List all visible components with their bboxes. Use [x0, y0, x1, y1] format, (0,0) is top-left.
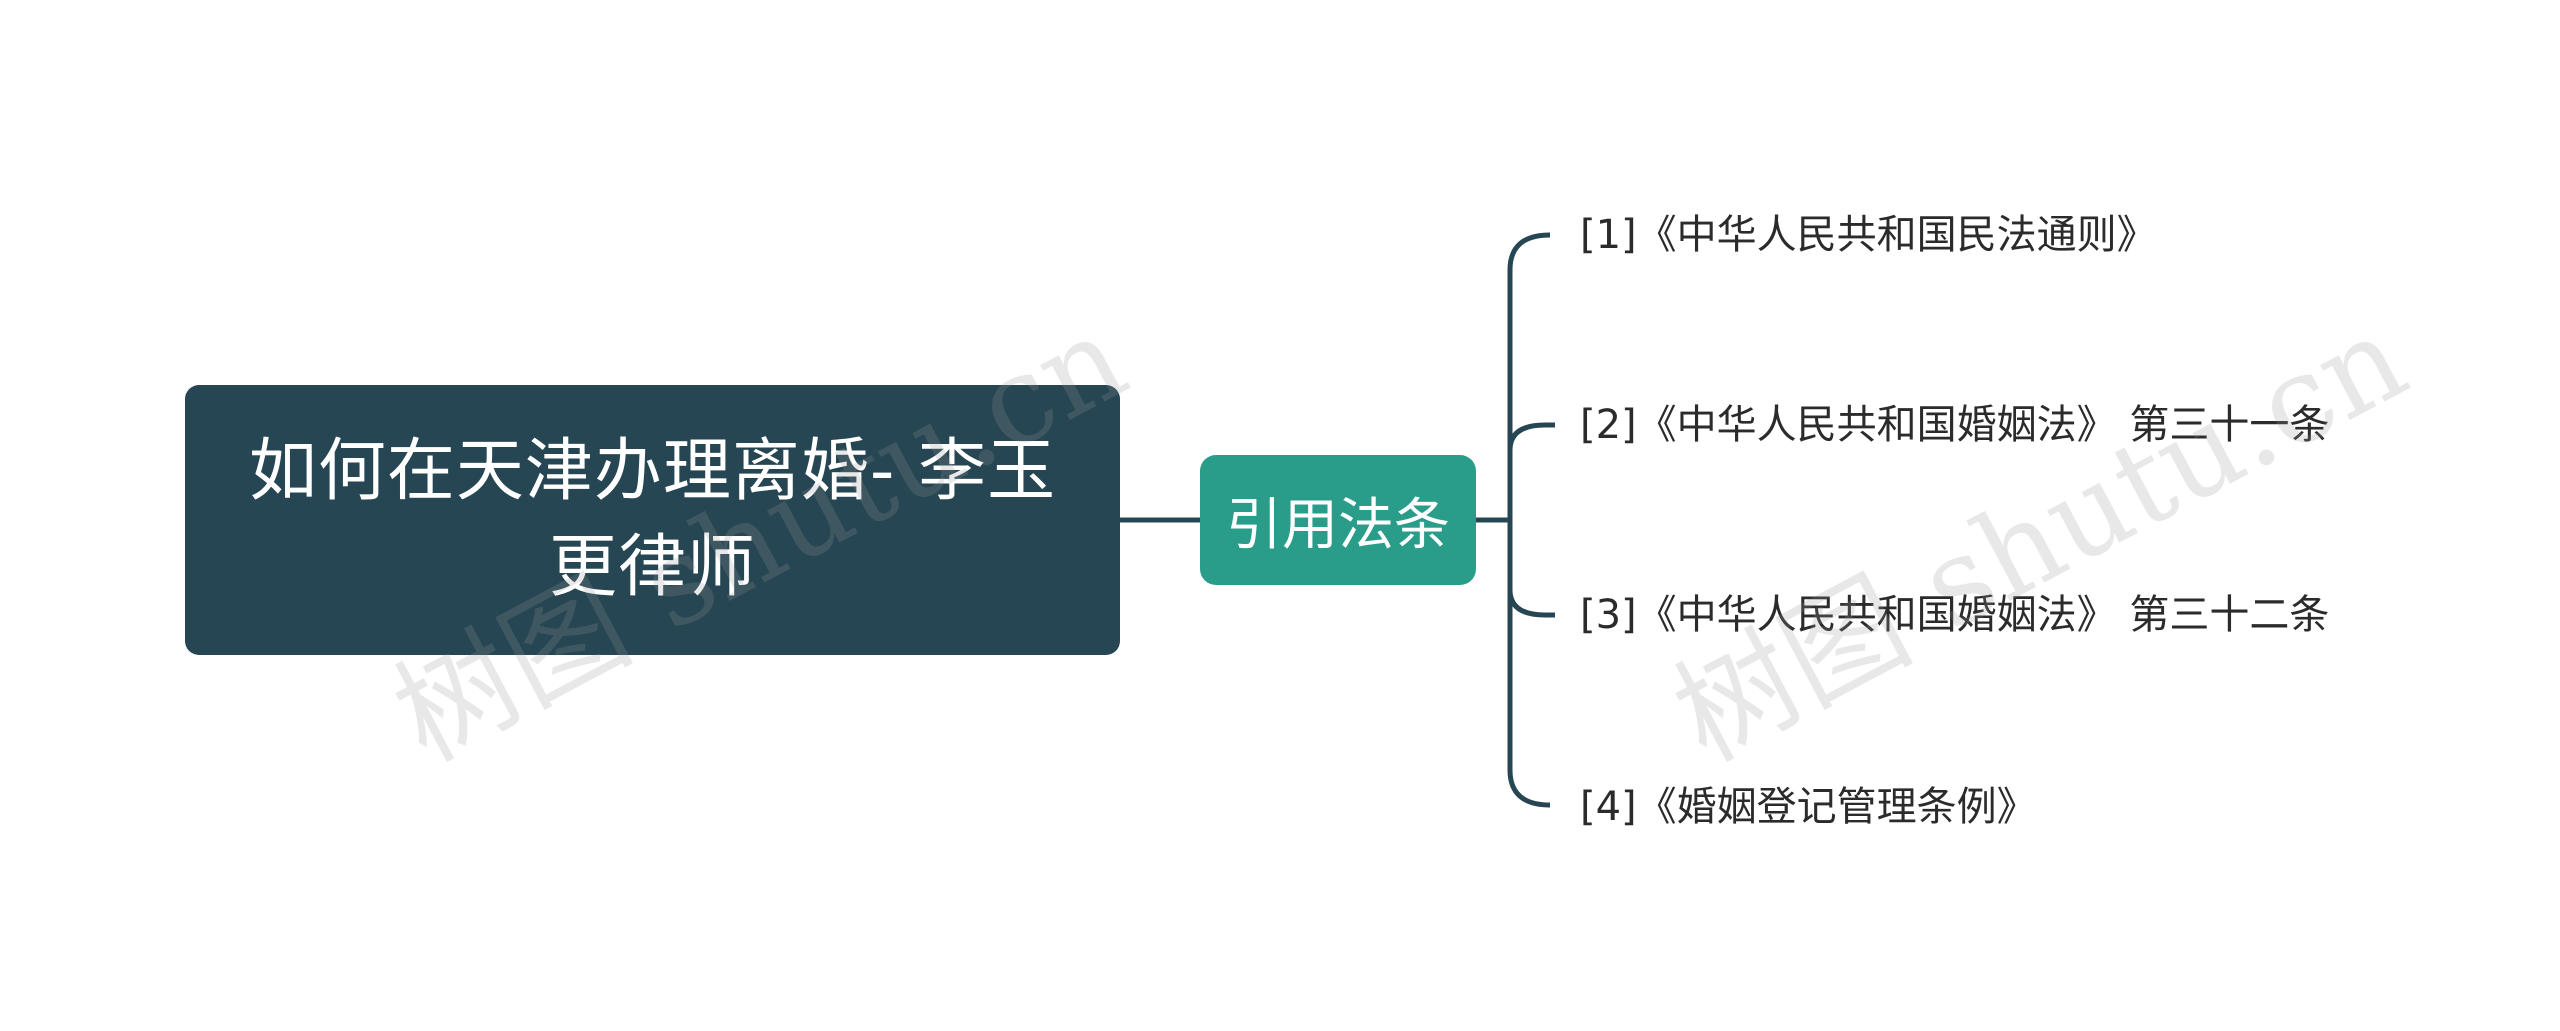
leaf-bracket — [1507, 232, 1551, 808]
leaf-node-3[interactable]: [3]《中华人民共和国婚姻法》 第三十二条 — [1580, 592, 2330, 638]
root-node[interactable]: 如何在天津办理离婚- 李玉更律师 — [185, 385, 1120, 655]
leaf-node-2[interactable]: [2]《中华人民共和国婚姻法》 第三十一条 — [1580, 402, 2330, 448]
leaf-node-4[interactable]: [4]《婚姻登记管理条例》 — [1580, 784, 2037, 830]
branch-title: 引用法条 — [1226, 492, 1450, 558]
leaf-connector-2 — [1507, 422, 1555, 451]
root-title: 如何在天津办理离婚- 李玉更律师 — [248, 432, 1057, 607]
branch-node-cited-laws[interactable]: 引用法条 — [1200, 455, 1476, 585]
leaf-connector-3 — [1507, 589, 1555, 618]
leaf-node-1[interactable]: [1]《中华人民共和国民法通则》 — [1580, 212, 2157, 258]
